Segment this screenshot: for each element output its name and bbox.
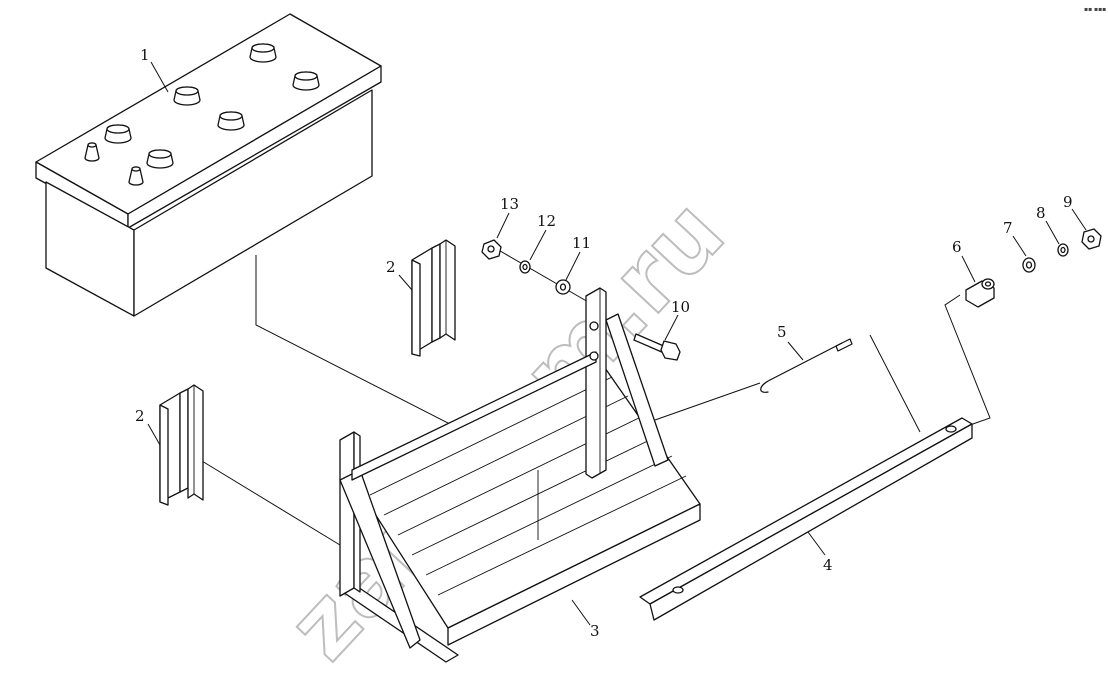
battery (35, 13, 382, 317)
callout-7: 7 (1003, 219, 1013, 237)
callout-3: 3 (590, 622, 600, 640)
callout-2-lower: 2 (135, 407, 145, 425)
battery-terminals (84, 43, 320, 186)
callout-5: 5 (777, 323, 787, 341)
washer-12 (519, 260, 531, 274)
callout-2-upper: 2 (386, 258, 396, 276)
nut-9 (1081, 228, 1102, 250)
callout-leaders (147, 61, 1087, 626)
hook-rod (760, 338, 853, 393)
battery-tray (339, 287, 701, 663)
callout-1: 1 (140, 46, 150, 64)
callout-4: 4 (823, 556, 833, 574)
washer-11 (555, 279, 571, 295)
callout-13: 13 (500, 195, 519, 213)
bolt (633, 333, 681, 361)
nut-13 (481, 239, 502, 260)
bracket-upper (411, 239, 456, 357)
callout-11: 11 (572, 234, 591, 252)
bushing (965, 278, 995, 308)
washer-7 (1022, 257, 1036, 273)
callout-12: 12 (537, 212, 556, 230)
tray-slats (369, 376, 687, 596)
callout-8: 8 (1036, 204, 1046, 222)
clamp-bar (639, 417, 973, 621)
callout-labels: 1 2 2 3 4 5 6 7 8 9 10 11 12 13 (135, 46, 1073, 640)
callout-9: 9 (1063, 193, 1073, 211)
corner-mark: ▪▪ ▪▪▪ (1084, 6, 1106, 13)
callout-6: 6 (952, 238, 962, 256)
washer-8 (1057, 243, 1069, 257)
bracket-lower (159, 384, 204, 506)
callout-10: 10 (671, 298, 690, 316)
